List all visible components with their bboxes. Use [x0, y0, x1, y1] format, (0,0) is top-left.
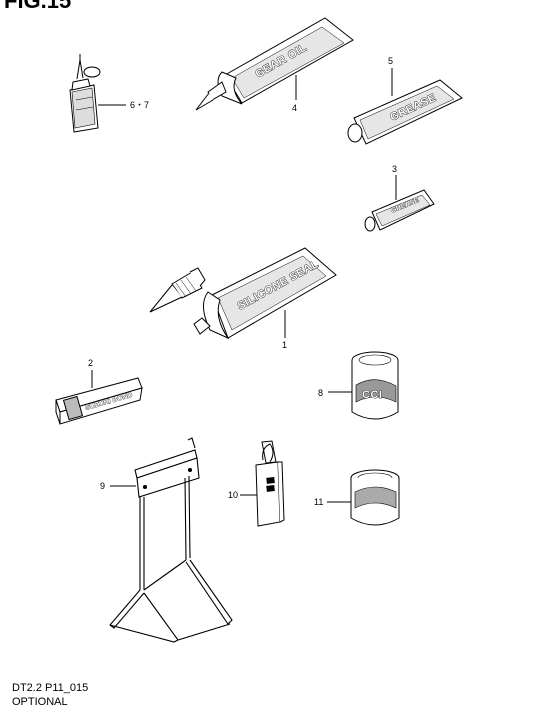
- can-part-11[interactable]: [327, 469, 400, 526]
- callout-8: 8: [318, 388, 323, 398]
- callout-3: 3: [392, 164, 397, 174]
- pouch-part-10[interactable]: [240, 440, 285, 527]
- callout-2: 2: [88, 358, 93, 368]
- callout-4: 4: [292, 103, 297, 113]
- can-logo: CCI: [362, 389, 382, 401]
- grease-tube-part-3[interactable]: [364, 175, 435, 232]
- callout-5: 5: [388, 56, 393, 66]
- callout-11: 11: [314, 497, 323, 507]
- callout-9: 9: [100, 481, 105, 491]
- callout-10: 10: [228, 490, 238, 500]
- callout-1: 1: [282, 340, 287, 350]
- oil-bottle-part-6-7[interactable]: [69, 54, 126, 133]
- figure-title: FIG.15: [4, 0, 72, 13]
- figure-code: DT2.2 P11_015: [12, 682, 89, 694]
- gear-oil-tube-part-4[interactable]: [195, 17, 354, 111]
- silicone-seal-tube-part-1[interactable]: [149, 247, 337, 340]
- stand-part-9[interactable]: [109, 437, 233, 643]
- figure-note: OPTIONAL: [12, 696, 68, 708]
- can-part-8[interactable]: [328, 351, 399, 420]
- bond-box-part-2[interactable]: [55, 370, 143, 425]
- grease-tube-part-5[interactable]: [347, 68, 463, 145]
- callout-6-7: 6・7: [130, 100, 149, 110]
